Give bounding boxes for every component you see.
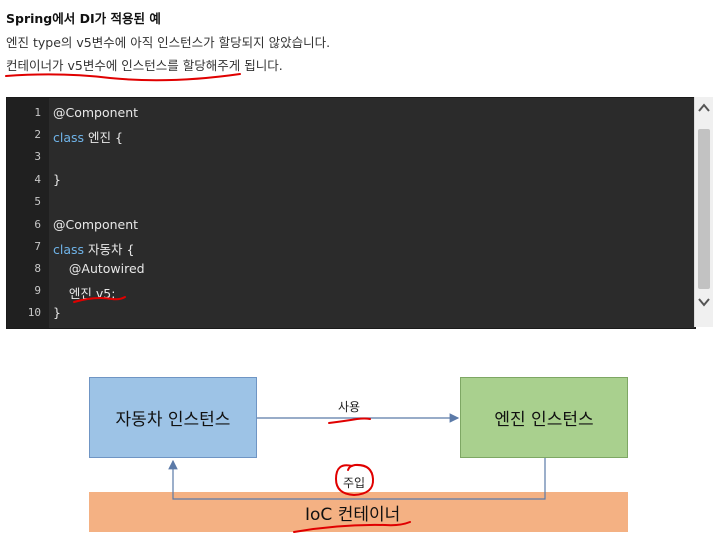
code-text: @Autowired <box>53 261 145 276</box>
car-instance-box: 자동차 인스턴스 <box>89 377 257 458</box>
engine-instance-label: 엔진 인스턴스 <box>494 410 594 430</box>
line-number-gutter: 1 2 3 4 5 6 7 8 9 10 <box>7 98 49 328</box>
code-line: } <box>53 305 61 320</box>
code-line: class 자동차 { <box>53 239 134 258</box>
inject-arrow-label: 주입 <box>343 476 366 490</box>
line-number: 6 <box>34 218 41 231</box>
line-number: 5 <box>34 195 41 208</box>
code-text: } <box>53 305 61 320</box>
car-instance-label: 자동차 인스턴스 <box>115 410 231 430</box>
chevron-up-icon[interactable] <box>695 101 713 119</box>
code-keyword: class <box>53 130 85 145</box>
code-line: @Component <box>53 217 138 232</box>
chevron-down-icon[interactable] <box>695 295 713 313</box>
code-line: @Component <box>53 105 138 120</box>
line-number: 1 <box>34 106 41 119</box>
line-number: 8 <box>34 262 41 275</box>
engine-instance-box: 엔진 인스턴스 <box>460 377 628 458</box>
description-line-1: 엔진 type의 v5변수에 아직 인스턴스가 할당되지 않았습니다. <box>6 35 331 50</box>
code-text: } <box>53 172 61 187</box>
line-number: 3 <box>34 150 41 163</box>
code-line: @Autowired <box>53 261 145 276</box>
use-arrow-label: 사용 <box>338 400 361 414</box>
code-text: 자동차 { <box>84 242 135 257</box>
line-number: 2 <box>34 128 41 141</box>
code-line: } <box>53 172 61 187</box>
line-number: 9 <box>34 284 41 297</box>
code-text: 엔진 { <box>84 130 123 145</box>
page-heading: Spring에서 DI가 적용된 예 <box>6 11 161 26</box>
line-number: 7 <box>34 240 41 253</box>
code-text: @Component <box>53 105 139 120</box>
code-keyword: class <box>53 242 85 257</box>
code-text: @Component <box>53 217 139 232</box>
code-block: 1 2 3 4 5 6 7 8 9 10 @Component class 엔진… <box>6 97 696 329</box>
line-number: 4 <box>34 173 41 186</box>
description-line-2: 컨테이너가 v5변수에 인스턴스를 할당해주게 됩니다. <box>6 58 283 73</box>
code-scrollbar[interactable] <box>694 97 713 327</box>
scrollbar-thumb[interactable] <box>698 129 710 289</box>
ioc-container-label: IoC 컨테이너 <box>305 505 401 525</box>
line-number: 10 <box>27 306 41 319</box>
code-line: class 엔진 { <box>53 127 123 146</box>
